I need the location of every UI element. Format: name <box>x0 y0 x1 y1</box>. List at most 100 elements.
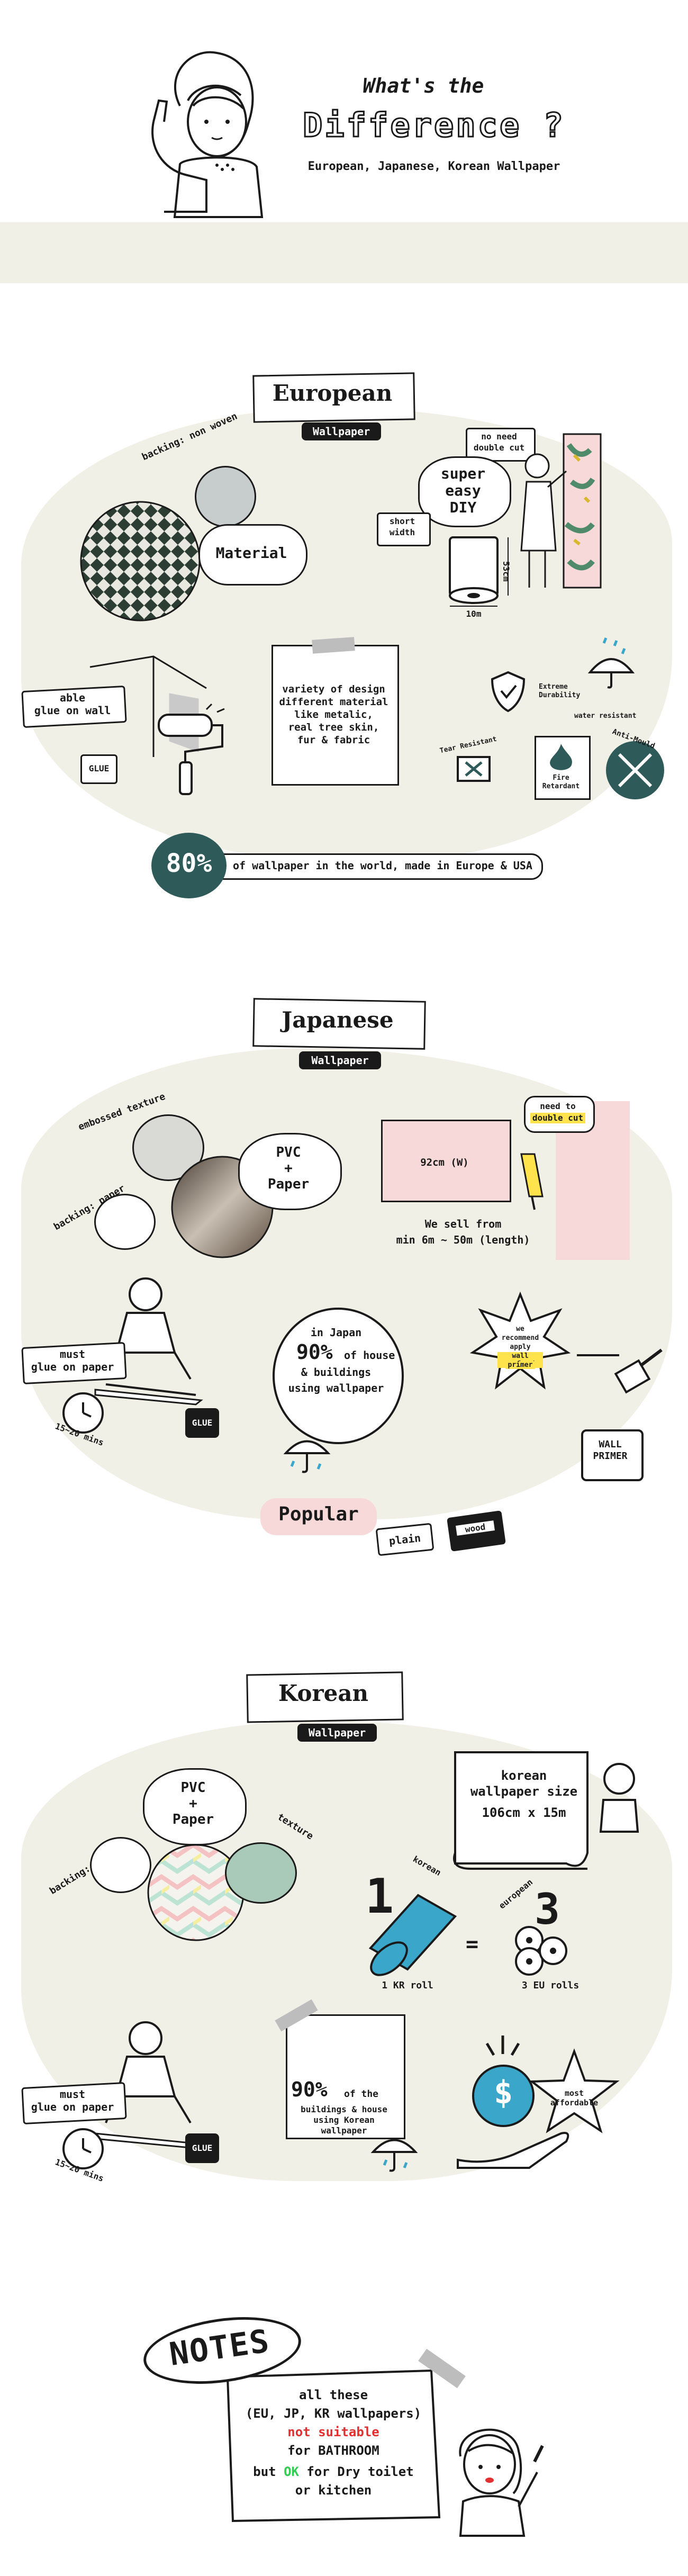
notes-line4: for BATHROOM <box>287 2443 379 2458</box>
cutter-knife-icon <box>520 1153 544 1210</box>
kr-glue-can-icon <box>185 2133 219 2163</box>
kr-stat-paper <box>286 2014 405 2139</box>
notes-line6: or kitchen <box>295 2483 372 2498</box>
glue-can-label: GLUE <box>88 763 110 773</box>
jp-clock-hands-icon <box>82 1402 92 1418</box>
kr-texture-bubble <box>225 1842 297 1904</box>
dollar-sign: $ <box>493 2074 513 2111</box>
kr-glue-line2: glue on paper <box>31 2101 114 2113</box>
japan-stat-bubble <box>273 1308 404 1444</box>
no-double-cut-tag <box>466 428 536 462</box>
korean-badge: Wallpaper <box>297 1724 377 1742</box>
roll-illustration <box>449 536 509 607</box>
extreme-line1: Extreme <box>539 683 568 691</box>
plain-tag: plain <box>375 1523 434 1556</box>
kr-scroll-paper <box>453 1751 589 1870</box>
kr-glue-line1: must <box>59 2088 86 2101</box>
paint-roller-icon <box>158 703 225 795</box>
jp-umbrella-icon <box>283 1440 331 1473</box>
japanese-badge: Wallpaper <box>299 1051 381 1069</box>
mould-cross-icon <box>618 753 653 788</box>
design-line2: different material <box>279 696 388 708</box>
jp-wallpaper-sheet <box>381 1120 511 1202</box>
roll-length-label: 10m <box>466 609 482 619</box>
kr-clock-hands-icon <box>82 2138 92 2154</box>
recommend-line1: we <box>516 1325 524 1333</box>
design-line5: fur & fabric <box>297 734 370 746</box>
eu-roll-label: 3 EU rolls <box>521 1980 580 1991</box>
recommend-line2: recommend <box>501 1334 539 1342</box>
japan-stat-line4: & buildings <box>301 1366 372 1379</box>
primer-line1: WALL <box>599 1439 622 1450</box>
stat-circle <box>151 833 227 898</box>
diy-line1: super <box>440 465 486 482</box>
kr-blue-roll-icon <box>368 1894 457 1976</box>
header-title: Difference ? <box>302 105 565 146</box>
kr-glue-can-label: GLUE <box>192 2143 213 2153</box>
kr-size-line1: korean <box>501 1768 547 1783</box>
japanese-title: Japanese <box>282 1007 394 1033</box>
short-width-line1: short <box>389 516 415 526</box>
jp-pvc-line3: Paper <box>267 1176 310 1192</box>
kr-stat-line4: using Korean <box>313 2115 375 2125</box>
material-cloud <box>198 524 307 586</box>
kr-one: 1 <box>365 1869 394 1924</box>
fire-icon <box>550 744 572 770</box>
kr-size-line2: wallpaper size <box>470 1784 578 1799</box>
kr-stat-line2: of the <box>344 2088 379 2100</box>
kr-umbrella-icon <box>370 2139 418 2172</box>
material-sample-illustration <box>80 501 201 622</box>
kr-stat-value: 90% <box>291 2078 328 2101</box>
japan-stat-line5: using wallpaper <box>288 1382 384 1394</box>
need-line1: need to <box>540 1101 576 1111</box>
kr-pvc-line2: + <box>189 1796 197 1812</box>
sell-line1: We sell from <box>424 1218 502 1230</box>
jp-glue-line1: must <box>59 1348 86 1361</box>
tape-icon <box>312 637 355 654</box>
recommend-line5: primer <box>505 1361 535 1369</box>
primer-can-icon <box>581 1429 644 1481</box>
kr-roll-label: 1 KR roll <box>382 1980 433 1991</box>
header-band <box>0 222 688 283</box>
notes-line5-a: but <box>253 2464 284 2479</box>
affordable-star <box>529 2048 620 2133</box>
pvc-cloud <box>238 1133 342 1210</box>
short-width-tag <box>377 512 431 546</box>
japan-stat-line3: of house <box>344 1349 395 1362</box>
stat-bar <box>180 853 543 880</box>
woman-hanging-wallpaper-illustration <box>520 433 602 589</box>
girl-thinking-illustration <box>151 51 264 218</box>
kr-size-line3: 106cm x 15m <box>482 1805 566 1820</box>
shield-icon <box>491 671 526 713</box>
glue-can-icon <box>80 754 117 784</box>
fire-line1: Fire <box>553 774 569 782</box>
notes-line5: but OK for Dry toilet <box>228 2464 439 2479</box>
jp-pvc-line1: PVC <box>276 1145 301 1160</box>
notes-line3: not suitable <box>287 2425 379 2439</box>
kr-equals: = <box>466 1932 479 1957</box>
stat-value: 80% <box>166 849 212 878</box>
diy-line3: DIY <box>449 499 477 516</box>
glue-wall-line2: glue on wall <box>34 704 111 717</box>
umbrella-icon <box>587 637 635 689</box>
dollar-coin-icon <box>472 2065 535 2127</box>
design-note-paper <box>271 645 399 786</box>
kr-stat-line5: wallpaper <box>321 2125 367 2136</box>
popular-label: Popular <box>278 1503 359 1525</box>
sell-line2: min 6m ~ 50m (length) <box>396 1233 530 1246</box>
japan-stat-line1: in Japan <box>310 1326 362 1339</box>
affordable-line2: affordable <box>550 2098 599 2107</box>
primer-line2: PRIMER <box>593 1451 628 1462</box>
design-line3: like metalic, <box>294 709 373 720</box>
water-resistant-label: water resistant <box>574 712 637 720</box>
kr-pvc-cloud <box>143 1768 247 1845</box>
diy-line2: easy <box>445 482 481 499</box>
notes-line1: all these <box>298 2388 368 2402</box>
jp-pvc-line2: + <box>284 1160 293 1176</box>
person-gluing-illustration <box>94 1277 203 1406</box>
backing-paper-bubble <box>94 1194 156 1250</box>
jp-width-label: 92cm (W) <box>420 1157 469 1168</box>
backing-bubble <box>195 466 256 527</box>
european-badge: Wallpaper <box>302 422 381 440</box>
jp-glue-can-label: GLUE <box>192 1418 213 1428</box>
